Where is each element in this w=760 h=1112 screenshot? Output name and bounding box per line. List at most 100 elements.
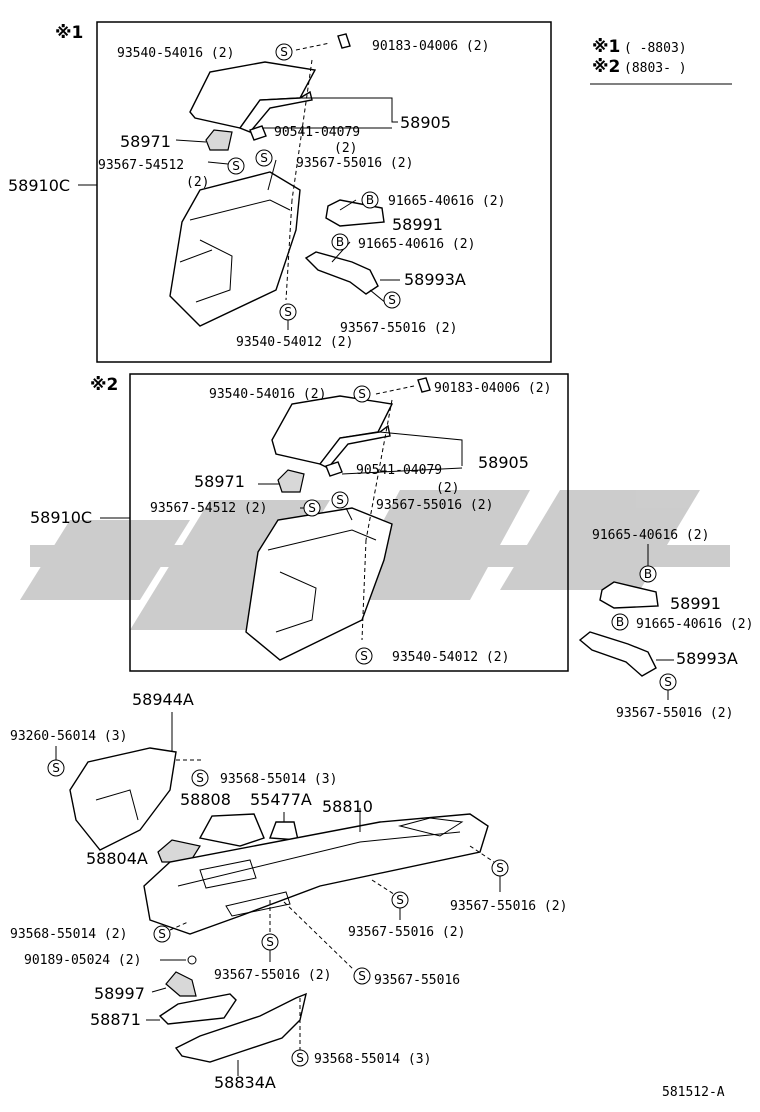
lower-label-p3: 93568-55014 (3)	[220, 772, 337, 787]
box2: ※2 58910C 93540-54016 (2) S 90183-04006 …	[30, 373, 569, 672]
lower-label-p17: 58834A	[214, 1073, 276, 1092]
box2-assy-label: 58910C	[30, 508, 92, 527]
right-label-i: 58991	[670, 594, 721, 613]
bracket-58993A-part	[304, 251, 379, 295]
box1-screw-f	[227, 157, 245, 175]
legend-ref2-text: (8803- )	[624, 61, 687, 76]
lower-label-p2: 93260-56014 (3)	[10, 729, 127, 744]
clip-90189-part	[187, 955, 197, 965]
clip-90183-part-2	[417, 377, 431, 393]
box2-label-f: 93567-54512 (2)	[150, 501, 267, 516]
screw-symbol: S	[284, 305, 292, 319]
right-label-h: 91665-40616 (2)	[592, 528, 709, 543]
lower-label-p6: 58810	[322, 797, 373, 816]
box2-label-c: 58905	[478, 453, 529, 472]
box1-bolt-j	[331, 233, 349, 251]
box1-assy-label: 58910C	[8, 176, 70, 195]
lower-label-p13: 93567-55016	[374, 973, 460, 988]
right-bolt-j	[611, 613, 629, 631]
screw-symbol: S	[296, 1051, 304, 1065]
lower-screw-p10	[153, 925, 171, 943]
lower-label-p10: 93568-55014 (2)	[10, 927, 127, 942]
lower-label-p5: 55477A	[250, 790, 312, 809]
screw-symbol: S	[280, 45, 288, 59]
lower-screw-p16	[291, 1049, 309, 1067]
box1-label-g: 93567-55016 (2)	[296, 156, 413, 171]
lower-label-p12: 93567-55016 (2)	[214, 968, 331, 983]
box2-mark: ※2	[90, 375, 118, 395]
hinge-58971-part	[205, 129, 233, 151]
knob-55477A-part	[269, 821, 299, 841]
box1-label-f2: (2)	[186, 175, 209, 190]
pad-58871-part	[158, 993, 237, 1025]
box1-label-l: 93567-55016 (2)	[340, 321, 457, 336]
lower-label-p11: 90189-05024 (2)	[24, 953, 141, 968]
lower-label-p8: 93567-55016 (2)	[450, 899, 567, 914]
screw-symbol: S	[266, 935, 274, 949]
bolt-symbol: B	[336, 235, 344, 249]
screw-symbol: S	[360, 649, 368, 663]
clip-90183-part	[337, 33, 351, 49]
screw-symbol: S	[388, 293, 396, 307]
right-label-k: 58993A	[676, 649, 738, 668]
right-bolt-h	[639, 565, 657, 583]
bolt-symbol: B	[616, 615, 624, 629]
shift-boot-58808-part	[198, 813, 265, 847]
lower-label-p1: 58944A	[132, 690, 194, 709]
box2-screw-f	[303, 499, 321, 517]
screw-symbol: S	[664, 675, 672, 689]
screw-symbol: S	[196, 771, 204, 785]
box1-label-b: 90183-04006 (2)	[372, 39, 489, 54]
legend: ※1 ( -8803) ※2 (8803- )	[590, 37, 732, 85]
console-box-part	[169, 171, 301, 327]
bracket-58993A-part-right	[578, 631, 657, 677]
lower-label-p4: 58808	[180, 790, 231, 809]
right-parts: 91665-40616 (2) B 58991 B 91665-40616 (2…	[578, 528, 753, 721]
lower-screw-p13	[353, 967, 371, 985]
lower-label-p7: 58804A	[86, 849, 148, 868]
screw-symbol: S	[496, 861, 504, 875]
box2-label-d2: (2)	[436, 481, 459, 496]
box1-screw-g	[255, 149, 273, 167]
screw-symbol: S	[358, 387, 366, 401]
box2-label-d: 90541-04079	[356, 463, 442, 478]
box2-screw-m	[355, 647, 373, 665]
right-label-j: 91665-40616 (2)	[636, 617, 753, 632]
console-58810-part	[143, 813, 489, 935]
hinge-58971-part-2	[277, 469, 305, 493]
box1-label-d2: (2)	[334, 141, 357, 156]
lower-label-p9: 93567-55016 (2)	[348, 925, 465, 940]
box1-screw-a	[275, 43, 293, 61]
legend-ref1-text: ( -8803)	[624, 41, 687, 56]
box2-label-m: 93540-54012 (2)	[392, 650, 509, 665]
screw-symbol: S	[260, 151, 268, 165]
screw-symbol: S	[232, 159, 240, 173]
bracket-58944A-part	[69, 747, 177, 851]
box1-mark: ※1	[55, 23, 83, 43]
box1-label-a: 93540-54016 (2)	[117, 46, 234, 61]
box2-label-e: 58971	[194, 472, 245, 491]
console-box-part-2	[245, 507, 393, 661]
diagram-code: 581512-A	[662, 1085, 725, 1100]
box1-label-d: 90541-04079	[274, 125, 360, 140]
pad-58804A-part	[157, 839, 201, 863]
screw-symbol: S	[308, 501, 316, 515]
lower-label-p14: 58997	[94, 984, 145, 1003]
screw-symbol: S	[358, 969, 366, 983]
box2-screw-g	[331, 491, 349, 509]
screw-symbol: S	[52, 761, 60, 775]
lower-label-p15: 58871	[90, 1010, 141, 1029]
box1-label-i: 58991	[392, 215, 443, 234]
box1-label-m: 93540-54012 (2)	[236, 335, 353, 350]
screw-symbol: S	[396, 893, 404, 907]
box1-label-j: 91665-40616 (2)	[358, 237, 475, 252]
bolt-symbol: B	[644, 567, 652, 581]
box2-label-b: 90183-04006 (2)	[434, 381, 551, 396]
box2-screw-a	[353, 385, 371, 403]
box1-label-f: 93567-54512	[98, 158, 184, 173]
screw-symbol: S	[158, 927, 166, 941]
box1-screw-m	[279, 303, 297, 321]
legend-ref1-mark: ※1	[592, 37, 620, 57]
box1-label-c: 58905	[400, 113, 451, 132]
